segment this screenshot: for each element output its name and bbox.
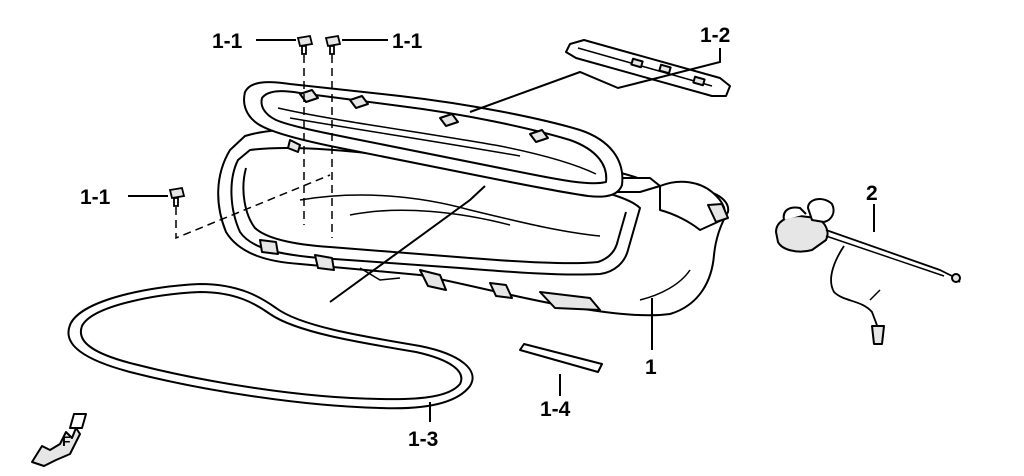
assembly-dashed-lines bbox=[175, 55, 333, 240]
rubber-seal-part bbox=[67, 283, 474, 410]
front-letter: F bbox=[62, 433, 71, 449]
bolt-left-icon bbox=[168, 186, 186, 207]
front-direction-arrow-icon: F bbox=[31, 413, 87, 467]
label-lock-assembly: 2 bbox=[866, 182, 878, 205]
label-bolt-top-right: 1-1 bbox=[392, 30, 423, 53]
luggage-box-lid bbox=[243, 81, 624, 198]
bolt-top-left-icon bbox=[296, 34, 314, 55]
label-bolt-left: 1-1 bbox=[80, 186, 111, 209]
bolt-top-right-icon bbox=[324, 34, 342, 55]
label-body: 1 bbox=[645, 356, 657, 379]
label-cover-strip: 1-2 bbox=[700, 24, 730, 47]
cover-strip-part bbox=[565, 39, 731, 97]
label-pad: 1-4 bbox=[540, 398, 571, 421]
rubber-pad-part bbox=[519, 343, 603, 373]
leader-lines bbox=[128, 39, 875, 422]
label-bolt-top-left: 1-1 bbox=[212, 30, 243, 53]
lock-cable-assembly bbox=[775, 198, 961, 345]
label-seal: 1-3 bbox=[408, 428, 438, 451]
